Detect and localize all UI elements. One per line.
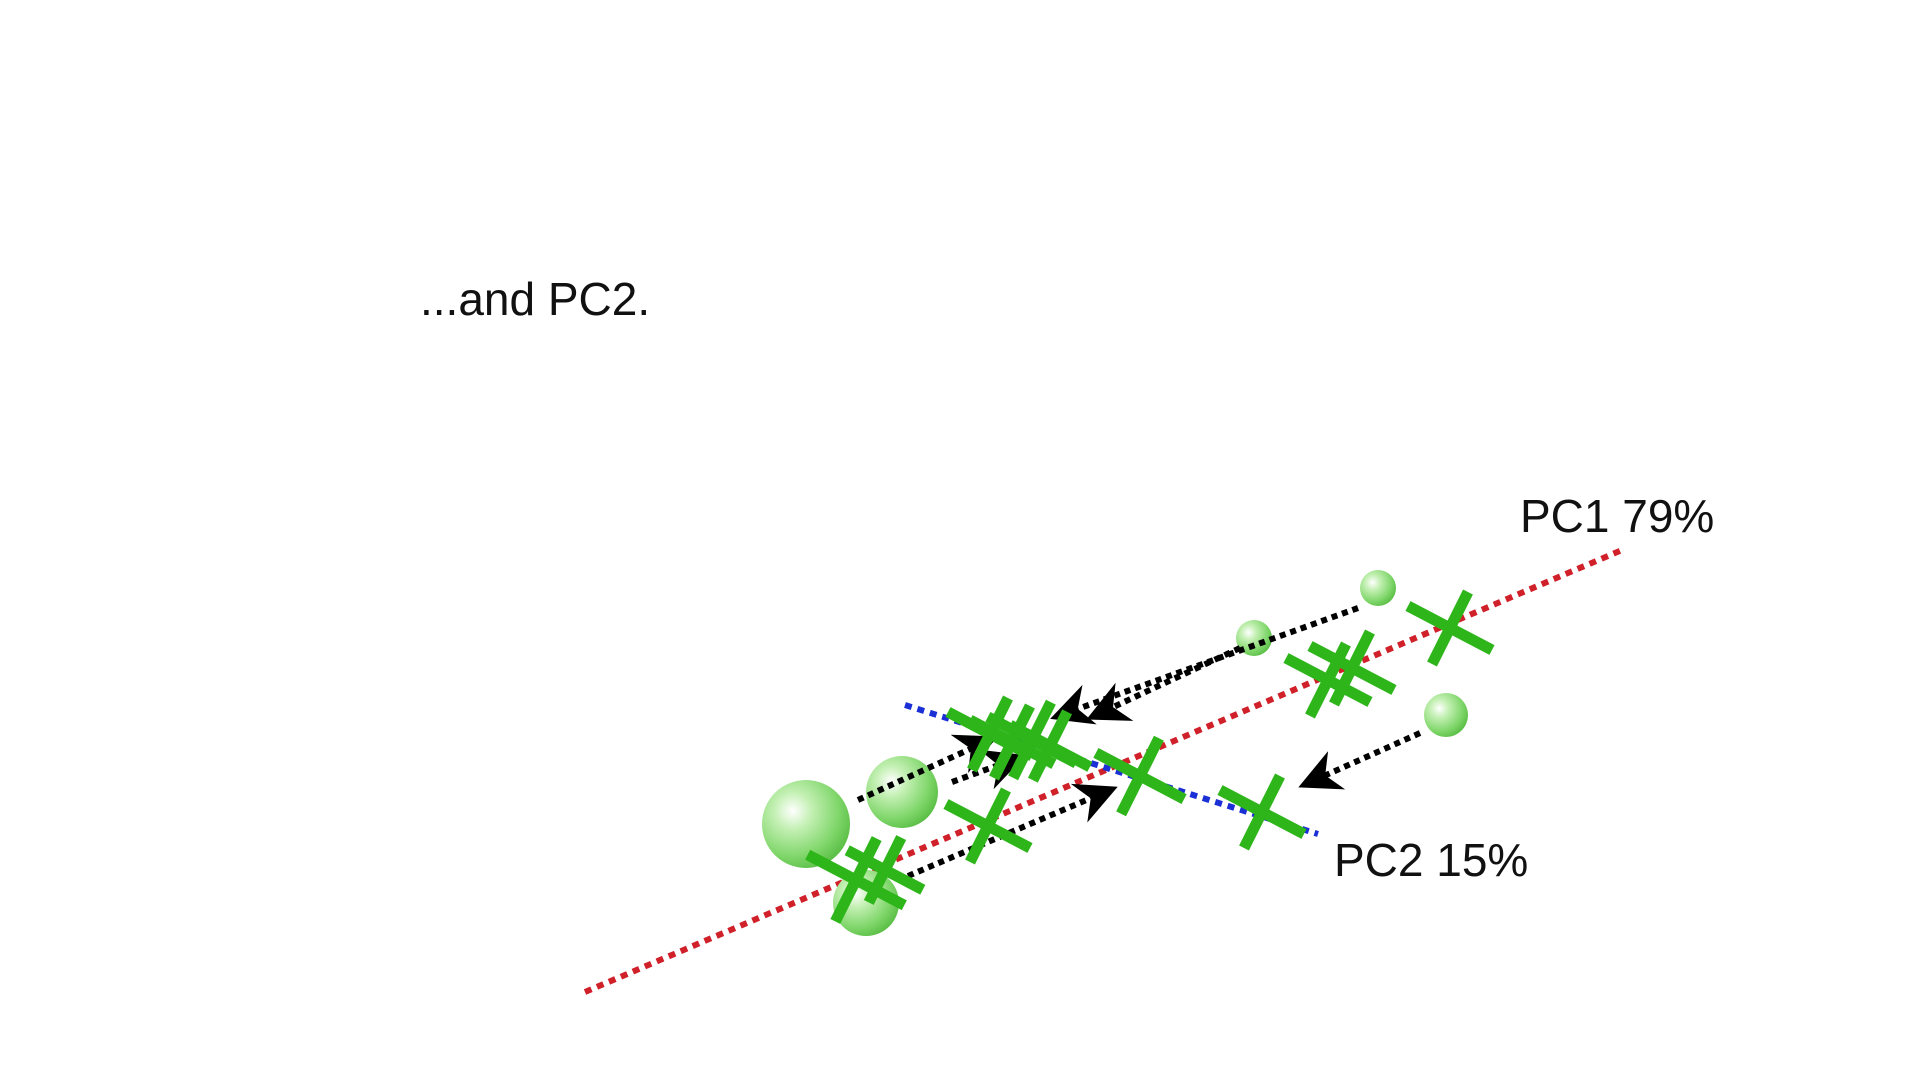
projected-markers [805, 589, 1495, 924]
projection-arrow [906, 783, 1118, 879]
pc2-axis-label: PC2 15% [1334, 834, 1528, 886]
projection-arrow [1050, 605, 1360, 725]
slide-caption: ...and PC2. [420, 273, 651, 325]
projection-marker [1007, 709, 1093, 783]
projection-marker [1307, 629, 1397, 707]
data-point [762, 780, 850, 868]
projection-marker [943, 787, 1033, 865]
projection-marker [1405, 589, 1495, 667]
projection-marker [1217, 773, 1307, 851]
pc1-axis-label: PC1 79% [1520, 490, 1714, 542]
data-point [1236, 620, 1272, 656]
projection-arrow [1086, 645, 1242, 721]
pc1-axis-line [583, 547, 1624, 995]
data-point [866, 756, 938, 828]
projection-arrow [1298, 730, 1422, 790]
data-point [1424, 693, 1468, 737]
projection-marker [844, 835, 926, 905]
projection-arrow [856, 734, 998, 803]
projection-arrows [856, 605, 1422, 879]
projection-marker [1093, 735, 1187, 817]
data-point [1360, 570, 1396, 606]
projection-marker [805, 836, 907, 924]
